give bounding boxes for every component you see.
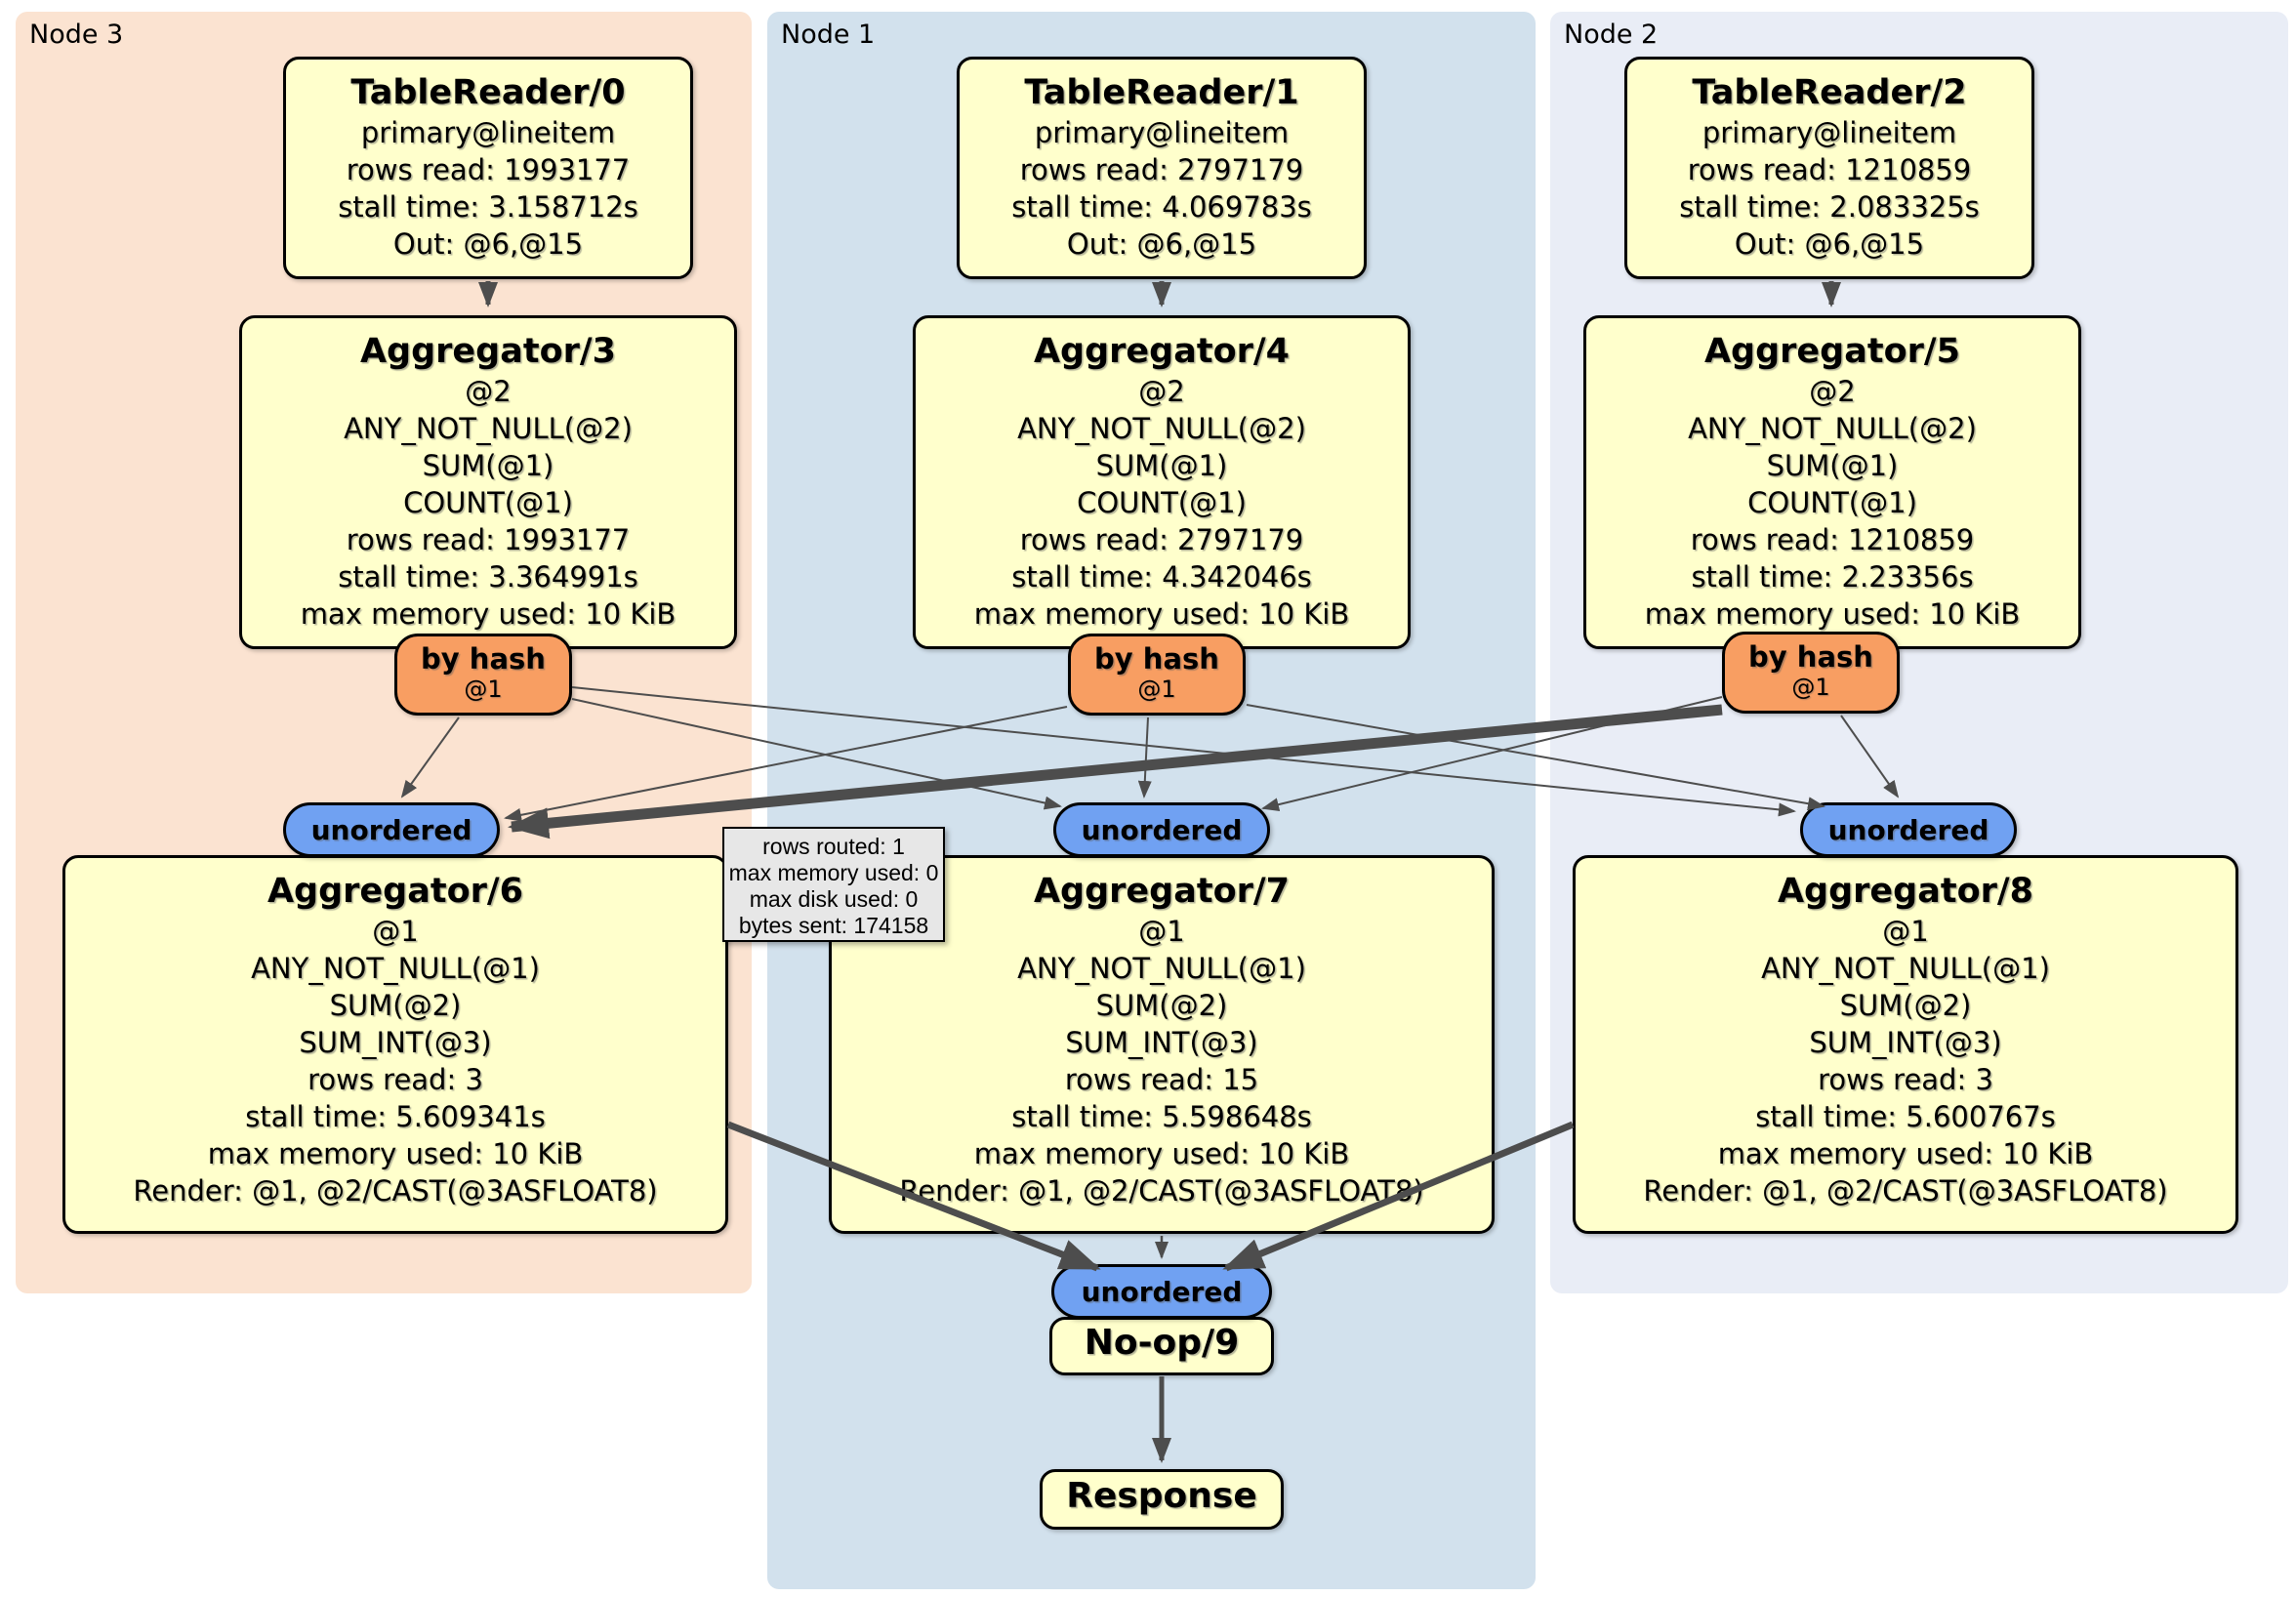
node-line: Out: @6,@15 — [1066, 227, 1257, 261]
node-line: ANY_NOT_NULL(@2) — [1688, 412, 1977, 445]
node-aggregator4[interactable]: Aggregator/4 @2 ANY_NOT_NULL(@2) SUM(@1)… — [913, 315, 1411, 649]
node-tablereader0[interactable]: TableReader/0 primary@lineitem rows read… — [283, 57, 693, 279]
node-line: ANY_NOT_NULL(@1) — [1761, 952, 2050, 985]
node-line: SUM(@2) — [329, 989, 462, 1022]
node-line: @1 — [372, 915, 419, 948]
node-line: COUNT(@1) — [1077, 486, 1247, 519]
node-line: max memory used: 10 KiB — [300, 597, 676, 631]
node-line: SUM_INT(@3) — [1065, 1026, 1258, 1059]
node-line: rows read: 2797179 — [1019, 523, 1304, 556]
node-line: @2 — [1138, 375, 1185, 408]
panel-node1-label: Node 1 — [781, 20, 876, 50]
node-line: stall time: 4.342046s — [1011, 560, 1312, 594]
tooltip-line: max disk used: 0 — [749, 886, 919, 912]
node-tablereader2[interactable]: TableReader/2 primary@lineitem rows read… — [1624, 57, 2034, 279]
node-title: Aggregator/7 — [1033, 872, 1291, 911]
tooltip-line: rows routed: 1 — [762, 834, 905, 859]
node-title: Aggregator/8 — [1777, 872, 2034, 911]
node-line: Render: @1, @2/CAST(@3ASFLOAT8) — [1643, 1174, 2168, 1208]
node-line: rows read: 1993177 — [346, 153, 631, 186]
node-line: rows read: 1210859 — [1687, 153, 1972, 186]
node-line: max memory used: 10 KiB — [973, 597, 1350, 631]
node-aggregator6[interactable]: Aggregator/6 @1 ANY_NOT_NULL(@1) SUM(@2)… — [62, 855, 728, 1234]
node-line: @2 — [1809, 375, 1856, 408]
router-columns: @1 — [464, 676, 503, 703]
node-title: Aggregator/4 — [1033, 332, 1291, 371]
router-byhash-node2[interactable]: by hash @1 — [1722, 632, 1900, 714]
node-line: ANY_NOT_NULL(@1) — [251, 952, 540, 985]
node-aggregator8[interactable]: Aggregator/8 @1 ANY_NOT_NULL(@1) SUM(@2)… — [1573, 855, 2238, 1234]
node-noop9[interactable]: No-op/9 — [1049, 1317, 1274, 1375]
stream-unordered-node2[interactable]: unordered — [1800, 802, 2017, 857]
node-aggregator3[interactable]: Aggregator/3 @2 ANY_NOT_NULL(@2) SUM(@1)… — [239, 315, 737, 649]
router-columns: @1 — [1137, 676, 1176, 703]
tooltip-line: bytes sent: 174158 — [738, 913, 929, 938]
router-columns: @1 — [1791, 674, 1830, 701]
node-line: stall time: 5.598648s — [1011, 1100, 1312, 1133]
node-line: stall time: 3.158712s — [338, 190, 638, 224]
node-line: rows read: 2797179 — [1019, 153, 1304, 186]
node-line: rows read: 15 — [1064, 1063, 1259, 1096]
node-line: max memory used: 10 KiB — [1644, 597, 2021, 631]
router-byhash-node3[interactable]: by hash @1 — [394, 634, 572, 716]
node-line: stall time: 2.23356s — [1691, 560, 1974, 594]
node-line: Render: @1, @2/CAST(@3ASFLOAT8) — [133, 1174, 658, 1208]
node-aggregator5[interactable]: Aggregator/5 @2 ANY_NOT_NULL(@2) SUM(@1)… — [1583, 315, 2081, 649]
node-line: SUM_INT(@3) — [299, 1026, 492, 1059]
node-line: stall time: 5.600767s — [1755, 1100, 2056, 1133]
node-line: stall time: 2.083325s — [1679, 190, 1980, 224]
node-line: stall time: 3.364991s — [338, 560, 638, 594]
node-line: SUM(@1) — [1766, 449, 1899, 482]
stream-unordered-node1[interactable]: unordered — [1053, 802, 1270, 857]
node-line: ANY_NOT_NULL(@1) — [1017, 952, 1306, 985]
node-line: max memory used: 10 KiB — [1717, 1137, 2094, 1170]
node-line: @2 — [465, 375, 512, 408]
node-line: ANY_NOT_NULL(@2) — [1017, 412, 1306, 445]
node-line: @1 — [1882, 915, 1929, 948]
node-line: SUM(@1) — [1095, 449, 1228, 482]
node-line: primary@lineitem — [360, 116, 616, 149]
stream-unordered-final[interactable]: unordered — [1051, 1264, 1272, 1319]
node-line: primary@lineitem — [1034, 116, 1290, 149]
node-line: stall time: 4.069783s — [1011, 190, 1312, 224]
node-line: Out: @6,@15 — [392, 227, 584, 261]
panel-node3-label: Node 3 — [29, 20, 124, 50]
node-line: SUM_INT(@3) — [1809, 1026, 2002, 1059]
router-label: by hash — [421, 642, 546, 676]
node-line: Render: @1, @2/CAST(@3ASFLOAT8) — [899, 1174, 1424, 1208]
node-line: SUM(@1) — [422, 449, 554, 482]
node-line: SUM(@2) — [1839, 989, 1972, 1022]
node-title: Aggregator/3 — [359, 332, 617, 371]
edge-stats-tooltip: rows routed: 1 max memory used: 0 max di… — [722, 827, 945, 942]
node-title: TableReader/1 — [1024, 73, 1299, 112]
node-line: rows read: 1993177 — [346, 523, 631, 556]
node-line: max memory used: 10 KiB — [973, 1137, 1350, 1170]
node-title: TableReader/2 — [1692, 73, 1967, 112]
router-label: by hash — [1094, 642, 1219, 676]
node-line: ANY_NOT_NULL(@2) — [344, 412, 633, 445]
node-response[interactable]: Response — [1040, 1469, 1284, 1530]
tooltip-line: max memory used: 0 — [728, 860, 939, 885]
node-line: rows read: 1210859 — [1690, 523, 1975, 556]
node-line: @1 — [1138, 915, 1185, 948]
node-title: Aggregator/6 — [266, 872, 524, 911]
node-line: COUNT(@1) — [403, 486, 573, 519]
node-title: No-op/9 — [1084, 1323, 1240, 1363]
node-title: TableReader/0 — [350, 73, 626, 112]
node-title: Aggregator/5 — [1703, 332, 1961, 371]
node-line: rows read: 3 — [1818, 1063, 1993, 1096]
router-label: by hash — [1748, 640, 1873, 674]
node-line: primary@lineitem — [1702, 116, 1957, 149]
stream-unordered-node3[interactable]: unordered — [283, 802, 500, 857]
router-byhash-node1[interactable]: by hash @1 — [1068, 634, 1246, 716]
node-title: Response — [1066, 1476, 1257, 1516]
node-line: rows read: 3 — [308, 1063, 483, 1096]
node-line: stall time: 5.609341s — [245, 1100, 546, 1133]
node-line: COUNT(@1) — [1747, 486, 1917, 519]
node-line: max memory used: 10 KiB — [207, 1137, 584, 1170]
node-line: Out: @6,@15 — [1734, 227, 1925, 261]
panel-node2-label: Node 2 — [1564, 20, 1659, 50]
node-line: SUM(@2) — [1095, 989, 1228, 1022]
node-tablereader1[interactable]: TableReader/1 primary@lineitem rows read… — [957, 57, 1367, 279]
